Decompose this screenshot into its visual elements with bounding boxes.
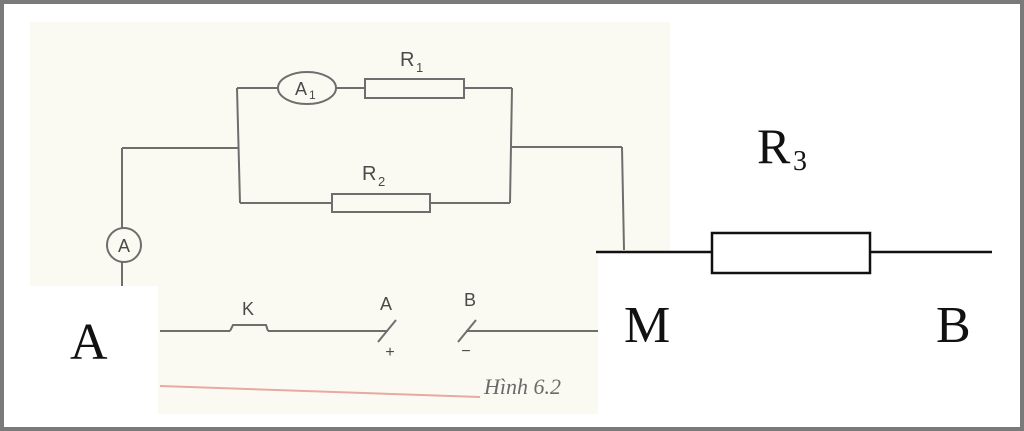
minus-sign: − [461,343,470,360]
ammeter-a-label: A [118,236,130,256]
r2-label: R [362,163,376,185]
wire-parallel-left [236,87,241,204]
terminal-a-mark [377,319,397,343]
overlay-labels: R 3 A M B [70,118,971,371]
r2-sub: 2 [378,174,385,189]
red-pencil-stroke [159,385,481,398]
plus-sign: + [385,344,394,361]
r1-sub: 1 [416,60,423,75]
scan-labels: A A 1 R 1 R 2 K A B + − Hình 6.2 [118,49,561,399]
ammeter-a1 [277,71,337,105]
overlay-r3-branch [596,231,992,275]
r3-label: R [757,118,791,174]
wire-down-right [621,146,625,251]
resistor-r3 [710,231,872,275]
switch-k [229,324,269,332]
resistor-r1 [364,78,465,99]
ammeter-a1-label: A [295,79,307,99]
terminal-b-label: B [464,290,476,310]
point-b-label: B [936,297,971,354]
ammeter-a1-sub: 1 [309,88,316,102]
r1-label: R [400,49,414,71]
switch-k-label: K [242,299,254,319]
ammeter-a [106,227,142,263]
patch-left [30,286,158,414]
patch-right [598,252,670,414]
scan-components [106,71,481,398]
figure-caption: Hình 6.2 [483,374,561,399]
point-m-label: M [624,297,670,354]
scan-wires [121,87,625,332]
point-a-label: A [70,314,108,371]
terminal-a-label: A [380,294,392,314]
resistor-r2 [331,193,431,213]
terminal-b-mark [457,319,477,343]
r3-sub: 3 [793,146,807,177]
wire-parallel-right [509,87,513,204]
